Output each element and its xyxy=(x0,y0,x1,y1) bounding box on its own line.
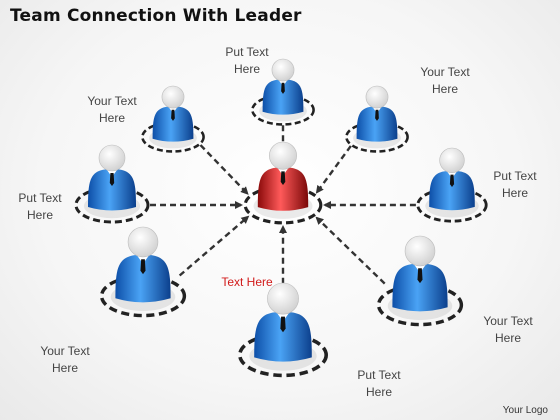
page-title: Team Connection With Leader xyxy=(10,6,302,26)
leader-head xyxy=(269,141,297,170)
member-body xyxy=(152,106,194,142)
connector-arrow-bottom-left xyxy=(178,215,250,277)
member-person-icon-top-left xyxy=(141,85,205,153)
dashed-ring xyxy=(74,186,150,224)
member-body xyxy=(115,254,171,303)
dashed-ring xyxy=(416,187,488,223)
member-person-icon-top xyxy=(251,58,315,126)
dashed-ring xyxy=(251,94,315,126)
member-label-bottom: Put Text Here xyxy=(357,368,401,399)
tie xyxy=(280,171,286,186)
member-head xyxy=(404,235,436,267)
leader-person-icon xyxy=(243,141,323,225)
tie xyxy=(280,316,286,333)
tie xyxy=(171,109,175,121)
member-body xyxy=(262,79,304,115)
member-body xyxy=(356,106,398,142)
member-person-icon-left xyxy=(74,144,150,224)
dashed-ring xyxy=(376,283,464,327)
member-label-top-right: Your Text Here xyxy=(420,65,470,96)
member-head xyxy=(365,85,389,109)
member-head xyxy=(127,226,159,258)
member-label-left: Put Text Here xyxy=(18,191,62,222)
member-person-icon-bottom xyxy=(238,282,329,378)
member-label-top: Put Text Here xyxy=(225,45,269,76)
leader-label: Text Here xyxy=(221,275,273,289)
member-body xyxy=(392,263,448,312)
dashed-ring xyxy=(243,185,323,225)
member-head xyxy=(161,85,185,109)
member-label-bottom-right: Your Text Here xyxy=(483,314,533,345)
connector-arrow-bottom-right xyxy=(315,216,386,285)
member-label-top-left: Your Text Here xyxy=(87,94,137,125)
tie xyxy=(449,174,455,187)
member-label-bottom-left: Your Text Here xyxy=(40,344,90,375)
tie xyxy=(109,173,115,186)
member-head xyxy=(271,58,295,82)
connector-arrow-top-left xyxy=(199,144,249,195)
member-head xyxy=(267,282,299,315)
member-head xyxy=(439,147,465,174)
dashed-ring xyxy=(238,332,329,378)
member-body xyxy=(88,169,136,211)
tie xyxy=(417,268,423,284)
member-person-icon-bottom-right xyxy=(376,235,464,327)
leader-body xyxy=(257,167,309,211)
member-person-icon-bottom-left xyxy=(99,226,187,318)
logo-text: Your Logo xyxy=(502,405,548,416)
connector-arrow-top-right xyxy=(315,145,352,194)
member-head xyxy=(98,144,126,172)
tie xyxy=(140,259,146,275)
member-person-icon-top-right xyxy=(345,85,409,153)
tie xyxy=(375,109,379,121)
member-body xyxy=(429,170,475,211)
member-person-icon-right xyxy=(416,147,488,223)
tie xyxy=(281,82,285,94)
dashed-ring xyxy=(99,274,187,318)
member-body xyxy=(254,311,312,362)
dashed-ring xyxy=(345,121,409,153)
dashed-ring xyxy=(141,121,205,153)
member-label-right: Put Text Here xyxy=(493,169,537,200)
